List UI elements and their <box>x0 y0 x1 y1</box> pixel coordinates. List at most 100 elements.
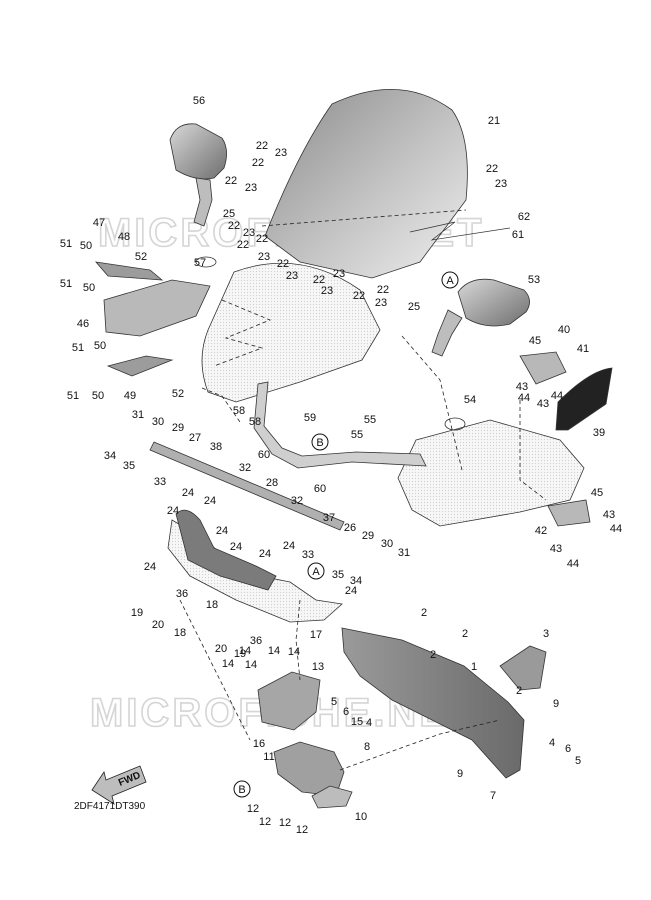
callout-24: 24 <box>283 540 295 552</box>
callout-4: 4 <box>549 737 555 749</box>
callout-22: 22 <box>377 284 389 296</box>
bracket-45-lower <box>547 499 591 527</box>
callout-50: 50 <box>92 390 104 402</box>
callout-20: 20 <box>215 643 227 655</box>
callout-19: 19 <box>234 648 246 660</box>
assembly-line-2 <box>401 335 463 471</box>
bracket-11 <box>273 741 345 797</box>
callout-31: 31 <box>132 409 144 421</box>
callout-34: 34 <box>350 575 362 587</box>
callout-24: 24 <box>345 585 357 597</box>
callout-2: 2 <box>430 649 436 661</box>
meter-assy-13 <box>257 671 321 731</box>
callout-12: 12 <box>296 824 308 836</box>
callout-14: 14 <box>288 646 300 658</box>
callout-19: 19 <box>131 607 143 619</box>
callout-50: 50 <box>94 340 106 352</box>
callout-9: 9 <box>553 698 559 710</box>
callout-44: 44 <box>610 523 622 535</box>
callout-14: 14 <box>239 645 251 657</box>
callout-10: 10 <box>355 811 367 823</box>
assembly-line-5 <box>339 719 501 771</box>
callout-16: 16 <box>253 738 265 750</box>
callout-23: 23 <box>333 268 345 280</box>
front-cowl <box>201 262 381 403</box>
callout-48: 48 <box>118 231 130 243</box>
right-mirror <box>431 278 530 357</box>
callout-41: 41 <box>577 343 589 355</box>
callout-60: 60 <box>258 449 270 461</box>
callout-51: 51 <box>72 342 84 354</box>
callout-24: 24 <box>216 525 228 537</box>
callout-2: 2 <box>516 685 522 697</box>
callout-24: 24 <box>230 541 242 553</box>
callout-45: 45 <box>591 487 603 499</box>
callout-49: 49 <box>124 390 136 402</box>
callout-51: 51 <box>67 390 79 402</box>
grommet-57 <box>195 256 217 268</box>
callout-17: 17 <box>310 629 322 641</box>
callout-22: 22 <box>256 233 268 245</box>
callout-8: 8 <box>364 741 370 753</box>
callout-4: 4 <box>366 717 372 729</box>
callout-23: 23 <box>245 182 257 194</box>
callout-50: 50 <box>83 282 95 294</box>
callout-55: 55 <box>364 414 376 426</box>
callout-52: 52 <box>135 251 147 263</box>
assembly-line-3 <box>295 599 301 681</box>
callout-13: 13 <box>312 661 324 673</box>
callout-27: 27 <box>189 432 201 444</box>
ref-circle-b-top: B <box>311 433 329 451</box>
svg-text:A: A <box>312 566 320 578</box>
callout-23: 23 <box>243 227 255 239</box>
callout-38: 38 <box>210 441 222 453</box>
windshield-break-line <box>409 221 511 241</box>
callout-24: 24 <box>144 561 156 573</box>
callout-23: 23 <box>275 147 287 159</box>
callout-44: 44 <box>518 392 530 404</box>
bracket-3 <box>499 645 547 691</box>
ref-circle-b-bottom: B <box>233 780 251 798</box>
svg-text:A: A <box>446 275 454 287</box>
callout-21: 21 <box>488 115 500 127</box>
callout-32: 32 <box>239 462 251 474</box>
callout-23: 23 <box>375 297 387 309</box>
callout-9: 9 <box>457 768 463 780</box>
callout-33: 33 <box>302 549 314 561</box>
deflector-39 <box>555 367 613 431</box>
callout-39: 39 <box>593 427 605 439</box>
callout-28: 28 <box>266 477 278 489</box>
callout-36: 36 <box>250 635 262 647</box>
assembly-line-1 <box>201 387 241 423</box>
callout-2: 2 <box>462 628 468 640</box>
bracket-49 <box>106 355 174 377</box>
callout-34: 34 <box>104 450 116 462</box>
callout-14: 14 <box>245 659 257 671</box>
callout-56: 56 <box>193 95 205 107</box>
fwd-arrow-icon: FWD <box>91 765 147 805</box>
cowl-break-line <box>213 299 272 367</box>
callout-43: 43 <box>516 381 528 393</box>
callout-42: 42 <box>535 525 547 537</box>
callout-59: 59 <box>304 412 316 424</box>
callout-15: 15 <box>351 716 363 728</box>
callout-23: 23 <box>321 285 333 297</box>
callout-29: 29 <box>362 530 374 542</box>
bracket-48 <box>94 261 164 281</box>
assembly-line-6 <box>519 400 547 501</box>
assembly-line-4 <box>179 599 251 741</box>
diagram-code: 2DF4171DT390 <box>74 801 146 812</box>
callout-51: 51 <box>60 278 72 290</box>
svg-text:B: B <box>316 437 323 449</box>
callout-50: 50 <box>80 240 92 252</box>
rod-28 <box>149 441 345 531</box>
callout-11: 11 <box>263 751 274 763</box>
windshield <box>264 89 468 279</box>
callout-31: 31 <box>398 547 410 559</box>
callout-30: 30 <box>381 538 393 550</box>
bracket-10 <box>311 785 353 809</box>
callout-23: 23 <box>495 178 507 190</box>
callout-20: 20 <box>152 619 164 631</box>
side-panel-right <box>397 419 585 527</box>
callout-57: 57 <box>194 257 206 269</box>
